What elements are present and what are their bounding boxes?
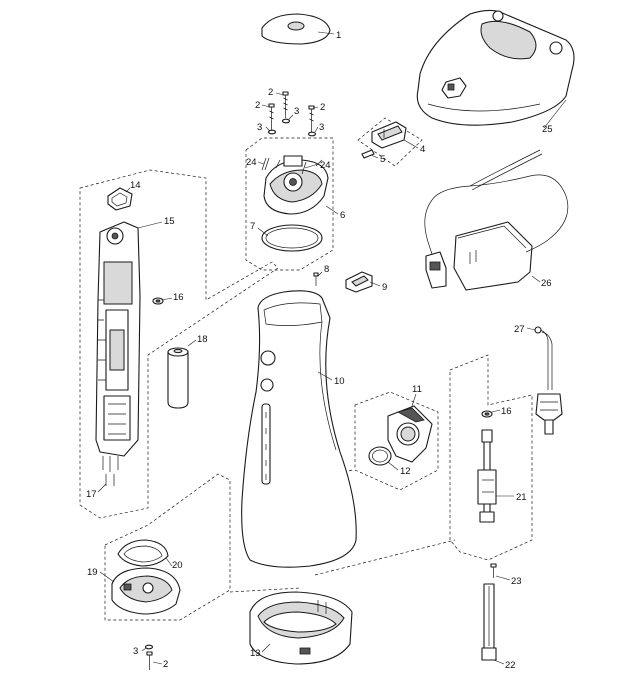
part-22-rod bbox=[481, 583, 497, 661]
washer-3c bbox=[307, 131, 317, 137]
part-27-nozzle bbox=[534, 326, 563, 435]
connector-dash-b bbox=[229, 587, 301, 593]
callout-25: 25 bbox=[542, 124, 553, 135]
connector-dash-a bbox=[314, 539, 456, 576]
callout-24b: 24 bbox=[320, 160, 331, 171]
callout-6: 6 bbox=[340, 210, 345, 221]
callout-19: 19 bbox=[87, 567, 98, 578]
group-outline-part-4 bbox=[357, 117, 423, 167]
callout-3b: 3 bbox=[294, 106, 299, 117]
callout-2b: 2 bbox=[255, 100, 260, 111]
callout-14: 14 bbox=[130, 180, 141, 191]
callout-22: 22 bbox=[505, 660, 516, 671]
part-5-pin bbox=[361, 149, 375, 159]
callout-23: 23 bbox=[511, 576, 522, 587]
callout-18: 18 bbox=[197, 334, 208, 345]
part-8-screw bbox=[313, 272, 319, 286]
callout-10: 10 bbox=[334, 376, 345, 387]
part-16-washer-a bbox=[152, 297, 164, 305]
part-20-seal bbox=[117, 539, 169, 567]
callout-2d: 2 bbox=[163, 659, 168, 670]
callout-13: 13 bbox=[250, 648, 261, 659]
callout-labels: 1 2 2 2 3 3 3 4 5 6 7 8 9 10 11 12 13 14… bbox=[86, 30, 553, 671]
callout-11: 11 bbox=[412, 384, 422, 395]
group-outline-top-assembly bbox=[245, 137, 334, 271]
part-18-battery bbox=[167, 347, 189, 409]
part-14-seal bbox=[107, 187, 133, 211]
part-4-terminal bbox=[371, 121, 407, 149]
part-26-adapter bbox=[424, 149, 569, 291]
screw-2c bbox=[308, 105, 315, 132]
callout-3a: 3 bbox=[257, 122, 262, 133]
callout-4: 4 bbox=[420, 144, 425, 155]
callout-1: 1 bbox=[336, 30, 341, 41]
part-6-motor-plate bbox=[263, 155, 329, 215]
group-outline-pump bbox=[449, 354, 533, 561]
callout-16b: 16 bbox=[501, 406, 512, 417]
part-21-pump bbox=[477, 429, 497, 523]
callout-21: 21 bbox=[516, 492, 527, 503]
screw-2b bbox=[268, 103, 275, 130]
callout-27: 27 bbox=[514, 324, 525, 335]
callout-3d: 3 bbox=[133, 646, 138, 657]
washer-3b bbox=[281, 118, 291, 124]
screw-2a bbox=[282, 91, 289, 118]
callout-26: 26 bbox=[541, 278, 552, 289]
callout-8: 8 bbox=[324, 264, 329, 275]
leader-lines bbox=[97, 31, 567, 665]
part-15-inner-frame bbox=[95, 221, 141, 472]
part-17-screws bbox=[105, 474, 115, 486]
washer-3a bbox=[267, 129, 277, 135]
part-25-charging-base bbox=[416, 9, 575, 126]
part-7-o-ring bbox=[261, 224, 323, 252]
part-23-screw bbox=[490, 563, 497, 578]
part-11-valve bbox=[387, 405, 433, 463]
callout-2a: 2 bbox=[268, 87, 273, 98]
part-16-washer-b bbox=[481, 410, 493, 418]
screw-2d bbox=[144, 644, 154, 670]
part-12-o-ring bbox=[368, 446, 392, 466]
callout-15: 15 bbox=[164, 216, 175, 227]
callout-7: 7 bbox=[250, 221, 255, 232]
callout-9: 9 bbox=[382, 282, 387, 293]
part-1-top-cap bbox=[261, 13, 331, 45]
callout-12: 12 bbox=[400, 466, 411, 477]
callout-16a: 16 bbox=[173, 292, 184, 303]
screws-top bbox=[267, 91, 317, 137]
callout-2c: 2 bbox=[320, 102, 325, 113]
callout-3c: 3 bbox=[319, 122, 324, 133]
callout-17: 17 bbox=[86, 489, 97, 500]
part-10-main-housing bbox=[241, 290, 357, 568]
callout-5: 5 bbox=[380, 154, 385, 165]
part-13-base-ring bbox=[249, 591, 353, 665]
part-19-bottom-cap bbox=[111, 567, 181, 615]
group-outline-base-cap bbox=[104, 473, 231, 621]
callout-20: 20 bbox=[172, 560, 183, 571]
callout-24a: 24 bbox=[246, 157, 257, 168]
part-9-clip bbox=[345, 271, 373, 293]
